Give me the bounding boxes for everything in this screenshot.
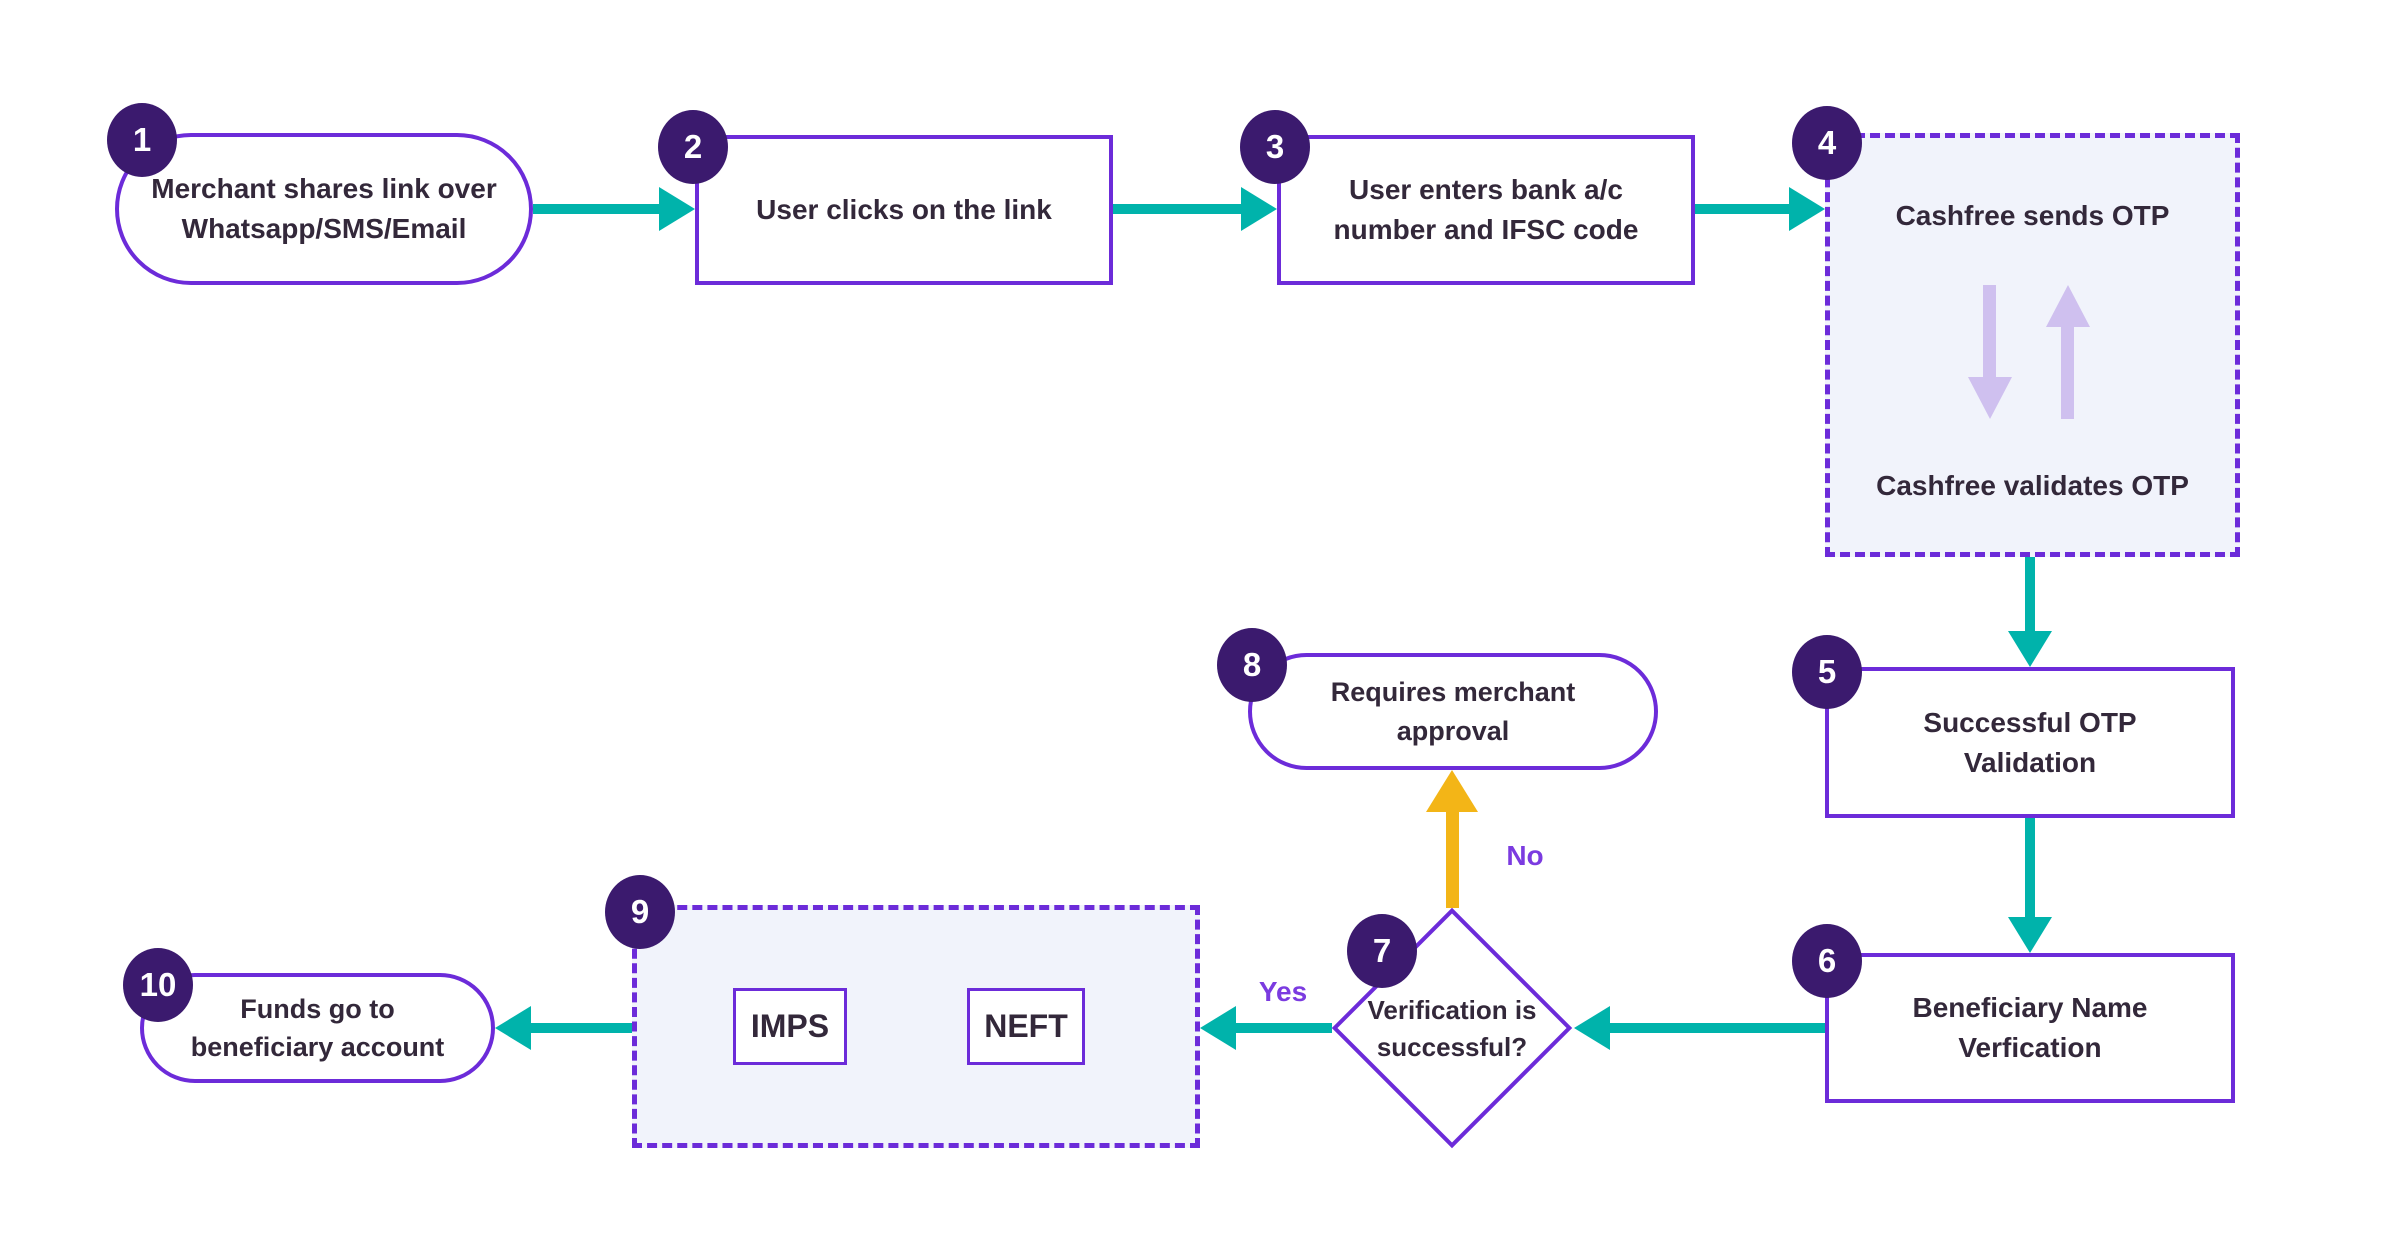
arrow-6-7-shaft — [1610, 1023, 1825, 1033]
label-line: successful? — [1376, 1031, 1528, 1062]
node-verification-decision-label: Verification is successful? — [1342, 992, 1562, 1066]
arrow-3-4-head-icon — [1789, 187, 1825, 231]
badge-number: 7 — [1372, 932, 1392, 969]
node-funds-to-beneficiary-label: Funds go to beneficiary account — [153, 990, 483, 1067]
step-badge-4: 4 — [1792, 106, 1862, 180]
otp-down-arrow-shaft — [1983, 285, 1996, 377]
neft-label: NEFT — [984, 1008, 1068, 1044]
badge-number: 1 — [132, 121, 152, 158]
label-line: Verification is — [1367, 995, 1537, 1025]
arrow-6-7-head-icon — [1574, 1006, 1610, 1050]
arrow-1-2-head-icon — [659, 187, 695, 231]
otp-up-arrow-shaft — [2061, 327, 2074, 419]
step-badge-9: 9 — [605, 875, 675, 949]
node-merchant-approval-label: Requires merchant approval — [1263, 673, 1643, 750]
label-line: Merchant shares link over — [151, 173, 497, 205]
arrow-2-3-head-icon — [1241, 187, 1277, 231]
node-funds-to-beneficiary: Funds go to beneficiary account — [140, 973, 495, 1083]
node-user-enters-bank: User enters bank a/c number and IFSC cod… — [1277, 135, 1695, 285]
arrow-7-9-head-icon — [1200, 1006, 1236, 1050]
node-otp-exchange-container — [1825, 133, 2240, 557]
node-user-clicks-link-label: User clicks on the link — [704, 190, 1104, 230]
label-line: Verfication — [1958, 1032, 2102, 1063]
arrow-7-9-shaft — [1236, 1023, 1332, 1033]
badge-number: 3 — [1265, 128, 1285, 165]
step-badge-6: 6 — [1792, 924, 1862, 998]
step-badge-5: 5 — [1792, 635, 1862, 709]
node-merchant-shares-link-label: Merchant shares link over Whatsapp/SMS/E… — [124, 169, 524, 249]
node-payout-modes-container — [632, 905, 1200, 1148]
arrow-7-8-shaft — [1446, 812, 1459, 908]
neft-box: NEFT — [967, 988, 1085, 1065]
node-successful-otp-label: Successful OTP Validation — [1840, 703, 2220, 783]
otp-up-arrow-icon — [2046, 285, 2090, 327]
label-line: approval — [1396, 715, 1510, 746]
label-line: User clicks on the link — [756, 194, 1052, 226]
otp-validate-label: Cashfree validates OTP — [1825, 466, 2240, 506]
step-badge-8: 8 — [1217, 628, 1287, 702]
step-badge-2: 2 — [658, 110, 728, 184]
arrow-2-3-shaft — [1113, 204, 1241, 214]
arrow-3-4-shaft — [1695, 204, 1789, 214]
node-merchant-approval: Requires merchant approval — [1248, 653, 1658, 770]
edge-label-yes: Yes — [1238, 976, 1328, 1008]
node-beneficiary-name-label: Beneficiary Name Verfication — [1840, 988, 2220, 1068]
label-line: Successful OTP — [1923, 706, 2137, 738]
label-line: Beneficiary Name — [1912, 992, 2148, 1024]
badge-number: 9 — [630, 893, 650, 930]
yes-label: Yes — [1258, 976, 1308, 1007]
node-beneficiary-name: Beneficiary Name Verfication — [1825, 953, 2235, 1103]
arrow-1-2-shaft — [533, 204, 659, 214]
label-line: Whatsapp/SMS/Email — [181, 213, 467, 244]
otp-send-label: Cashfree sends OTP — [1825, 196, 2240, 236]
arrow-7-8-head-icon — [1426, 770, 1478, 812]
arrow-4-5-shaft — [2025, 557, 2035, 631]
arrow-5-6-head-icon — [2008, 917, 2052, 953]
arrow-5-6-shaft — [2025, 818, 2035, 917]
label-line: Requires merchant — [1330, 677, 1576, 708]
label-line: Validation — [1963, 746, 2097, 778]
step-badge-1: 1 — [107, 103, 177, 177]
step-badge-7: 7 — [1347, 914, 1417, 988]
badge-number: 8 — [1242, 646, 1262, 683]
step-badge-3: 3 — [1240, 110, 1310, 184]
imps-label: IMPS — [750, 1008, 830, 1044]
label-line: Funds go to — [240, 993, 395, 1024]
arrow-9-10-shaft — [531, 1023, 632, 1033]
node-user-clicks-link: User clicks on the link — [695, 135, 1113, 285]
badge-number: 5 — [1817, 653, 1837, 690]
badge-number: 4 — [1817, 124, 1837, 161]
edge-label-no: No — [1490, 840, 1560, 872]
arrow-4-5-head-icon — [2008, 631, 2052, 667]
label-line: Cashfree sends OTP — [1895, 200, 2170, 231]
node-user-enters-bank-label: User enters bank a/c number and IFSC cod… — [1286, 170, 1686, 250]
badge-number: 10 — [139, 966, 177, 1003]
label-line: Cashfree validates OTP — [1876, 470, 2189, 501]
imps-box: IMPS — [733, 988, 847, 1065]
label-line: User enters bank a/c — [1349, 174, 1623, 206]
label-line: beneficiary account — [190, 1032, 445, 1062]
otp-down-arrow-icon — [1968, 377, 2012, 419]
badge-number: 6 — [1817, 942, 1837, 979]
no-label: No — [1506, 840, 1544, 871]
step-badge-10: 10 — [123, 948, 193, 1022]
node-merchant-shares-link: Merchant shares link over Whatsapp/SMS/E… — [115, 133, 533, 285]
node-successful-otp: Successful OTP Validation — [1825, 667, 2235, 818]
badge-number: 2 — [683, 128, 703, 165]
arrow-9-10-head-icon — [495, 1006, 531, 1050]
label-line: number and IFSC code — [1333, 214, 1639, 245]
